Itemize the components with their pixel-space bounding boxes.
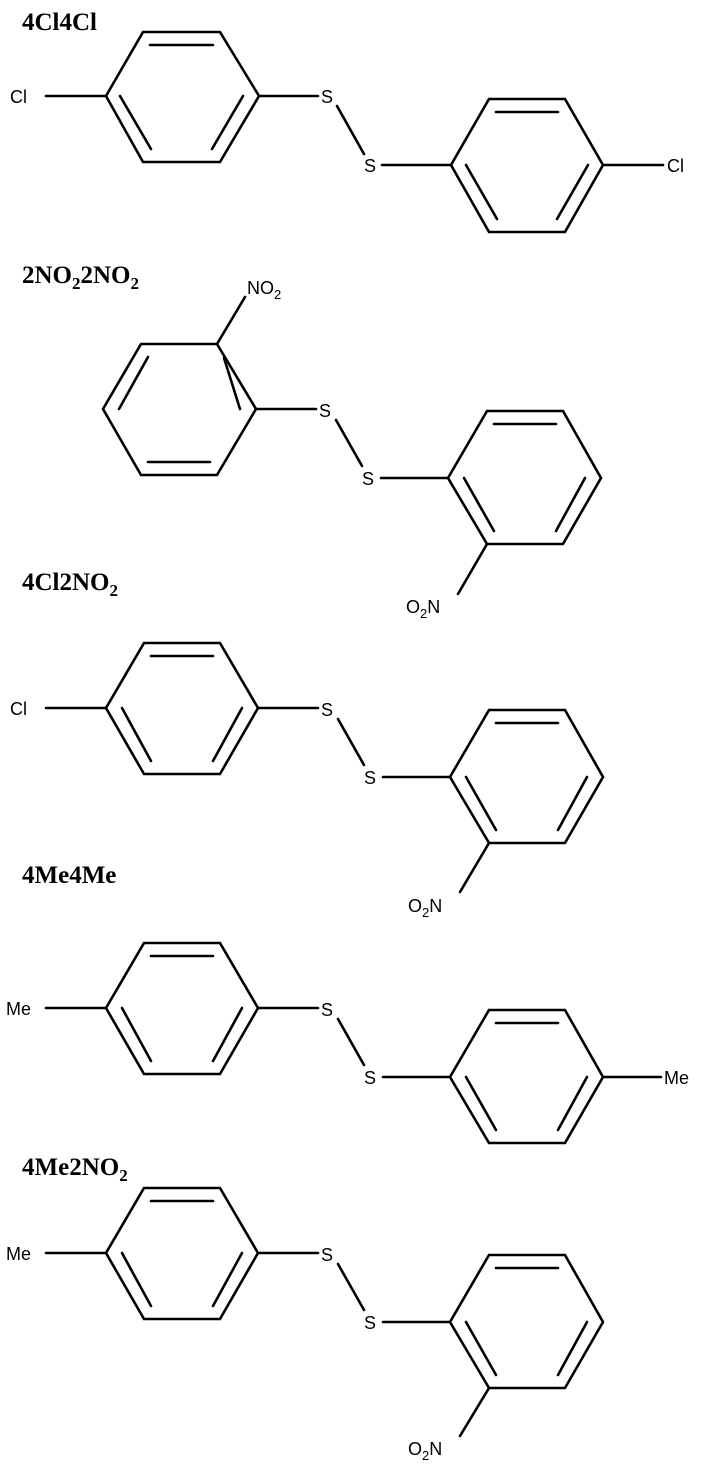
left-benzene-ring: [104, 1186, 260, 1321]
bond-s-s: [336, 717, 366, 767]
molecule-title-4me4me: 4Me4Me: [22, 862, 116, 889]
bond-s-s: [334, 418, 364, 468]
nitro-label-right: O2N: [406, 597, 440, 621]
left-benzene-ring: [101, 342, 258, 477]
bond-ring-nitro-right: [458, 841, 491, 894]
molecule-4me4me: 4Me4Me Me S S Me: [6, 862, 689, 1145]
sulfur-atom-2: S: [364, 1068, 376, 1088]
right-benzene-ring: [446, 409, 603, 546]
molecule-4me2no2: 4Me2NO2 Me S S O2N: [6, 1154, 605, 1463]
molecule-4cl4cl: 4Cl4Cl Cl S S Cl: [10, 9, 684, 234]
chlorine-label-right: Cl: [667, 156, 684, 176]
methyl-label-left: Me: [6, 1244, 31, 1264]
chlorine-label-left: Cl: [10, 87, 27, 107]
sulfur-atom-1: S: [321, 1000, 333, 1020]
bond-s-s: [336, 1262, 366, 1312]
methyl-label-right: Me: [664, 1068, 689, 1088]
chlorine-label-left: Cl: [10, 699, 27, 719]
molecule-4cl2no2: 4Cl2NO2 Cl S S O2N: [10, 569, 605, 920]
molecule-title-4cl4cl: 4Cl4Cl: [22, 9, 97, 36]
nitro-label-right: O2N: [408, 1439, 442, 1463]
sulfur-atom-1: S: [321, 1245, 333, 1265]
nitro-label-left: NO2: [247, 278, 281, 302]
nitro-label-right: O2N: [408, 896, 442, 920]
right-benzene-ring: [448, 1008, 605, 1145]
molecule-title-4cl2no2: 4Cl2NO2: [22, 569, 118, 600]
right-benzene-ring: [449, 97, 605, 234]
sulfur-atom-2: S: [364, 768, 376, 788]
bond-s-s: [335, 104, 366, 156]
right-benzene-ring: [448, 708, 605, 845]
sulfur-atom-2: S: [364, 156, 376, 176]
molecule-title-4me2no2: 4Me2NO2: [22, 1154, 128, 1185]
sulfur-atom-2: S: [362, 469, 374, 489]
left-benzene-ring: [104, 941, 260, 1076]
bond-s-s: [336, 1017, 366, 1067]
left-benzene-ring: [104, 641, 260, 776]
bond-ring-nitro: [215, 295, 247, 346]
right-benzene-ring: [448, 1253, 605, 1390]
molecule-title-2no22no2: 2NO22NO2: [22, 262, 139, 293]
sulfur-atom-1: S: [321, 700, 333, 720]
molecule-2no2-2no2: 2NO22NO2 NO2 S S O2N: [22, 262, 603, 621]
sulfur-atom-1: S: [319, 401, 331, 421]
sulfur-atom-1: S: [321, 87, 333, 107]
left-benzene-ring: [104, 30, 261, 164]
methyl-label-left: Me: [6, 999, 31, 1019]
sulfur-atom-2: S: [364, 1313, 376, 1333]
bond-ring-nitro-right: [458, 1386, 491, 1438]
bond-ring-nitro-right: [456, 542, 489, 596]
